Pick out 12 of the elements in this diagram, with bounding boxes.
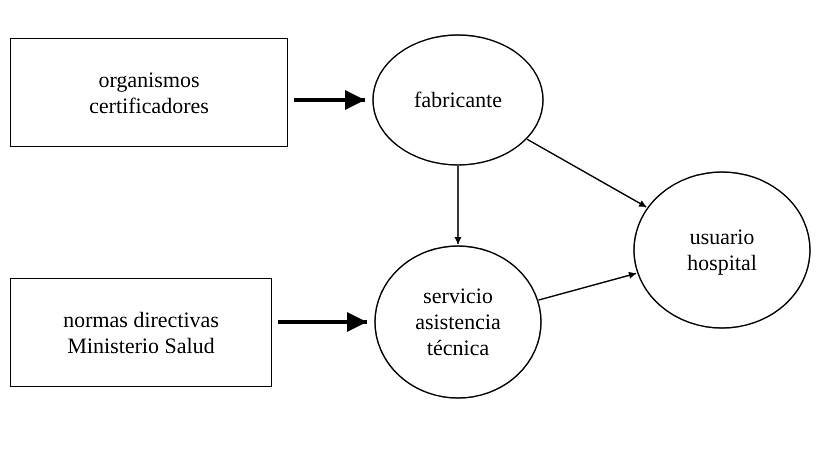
node-label: organismos certificadores xyxy=(88,66,210,118)
arrow xyxy=(454,166,462,244)
node-label: fabricante xyxy=(414,87,502,113)
process-box xyxy=(10,278,272,387)
arrow xyxy=(526,138,647,208)
node-label: servicio asistencia técnica xyxy=(414,283,502,361)
node-label: normas directivas Ministerio Salud xyxy=(62,306,220,358)
arrow xyxy=(294,90,365,110)
process-box xyxy=(10,38,288,147)
arrow xyxy=(278,312,367,332)
arrow xyxy=(538,272,636,301)
node-label: usuario hospital xyxy=(686,224,758,276)
